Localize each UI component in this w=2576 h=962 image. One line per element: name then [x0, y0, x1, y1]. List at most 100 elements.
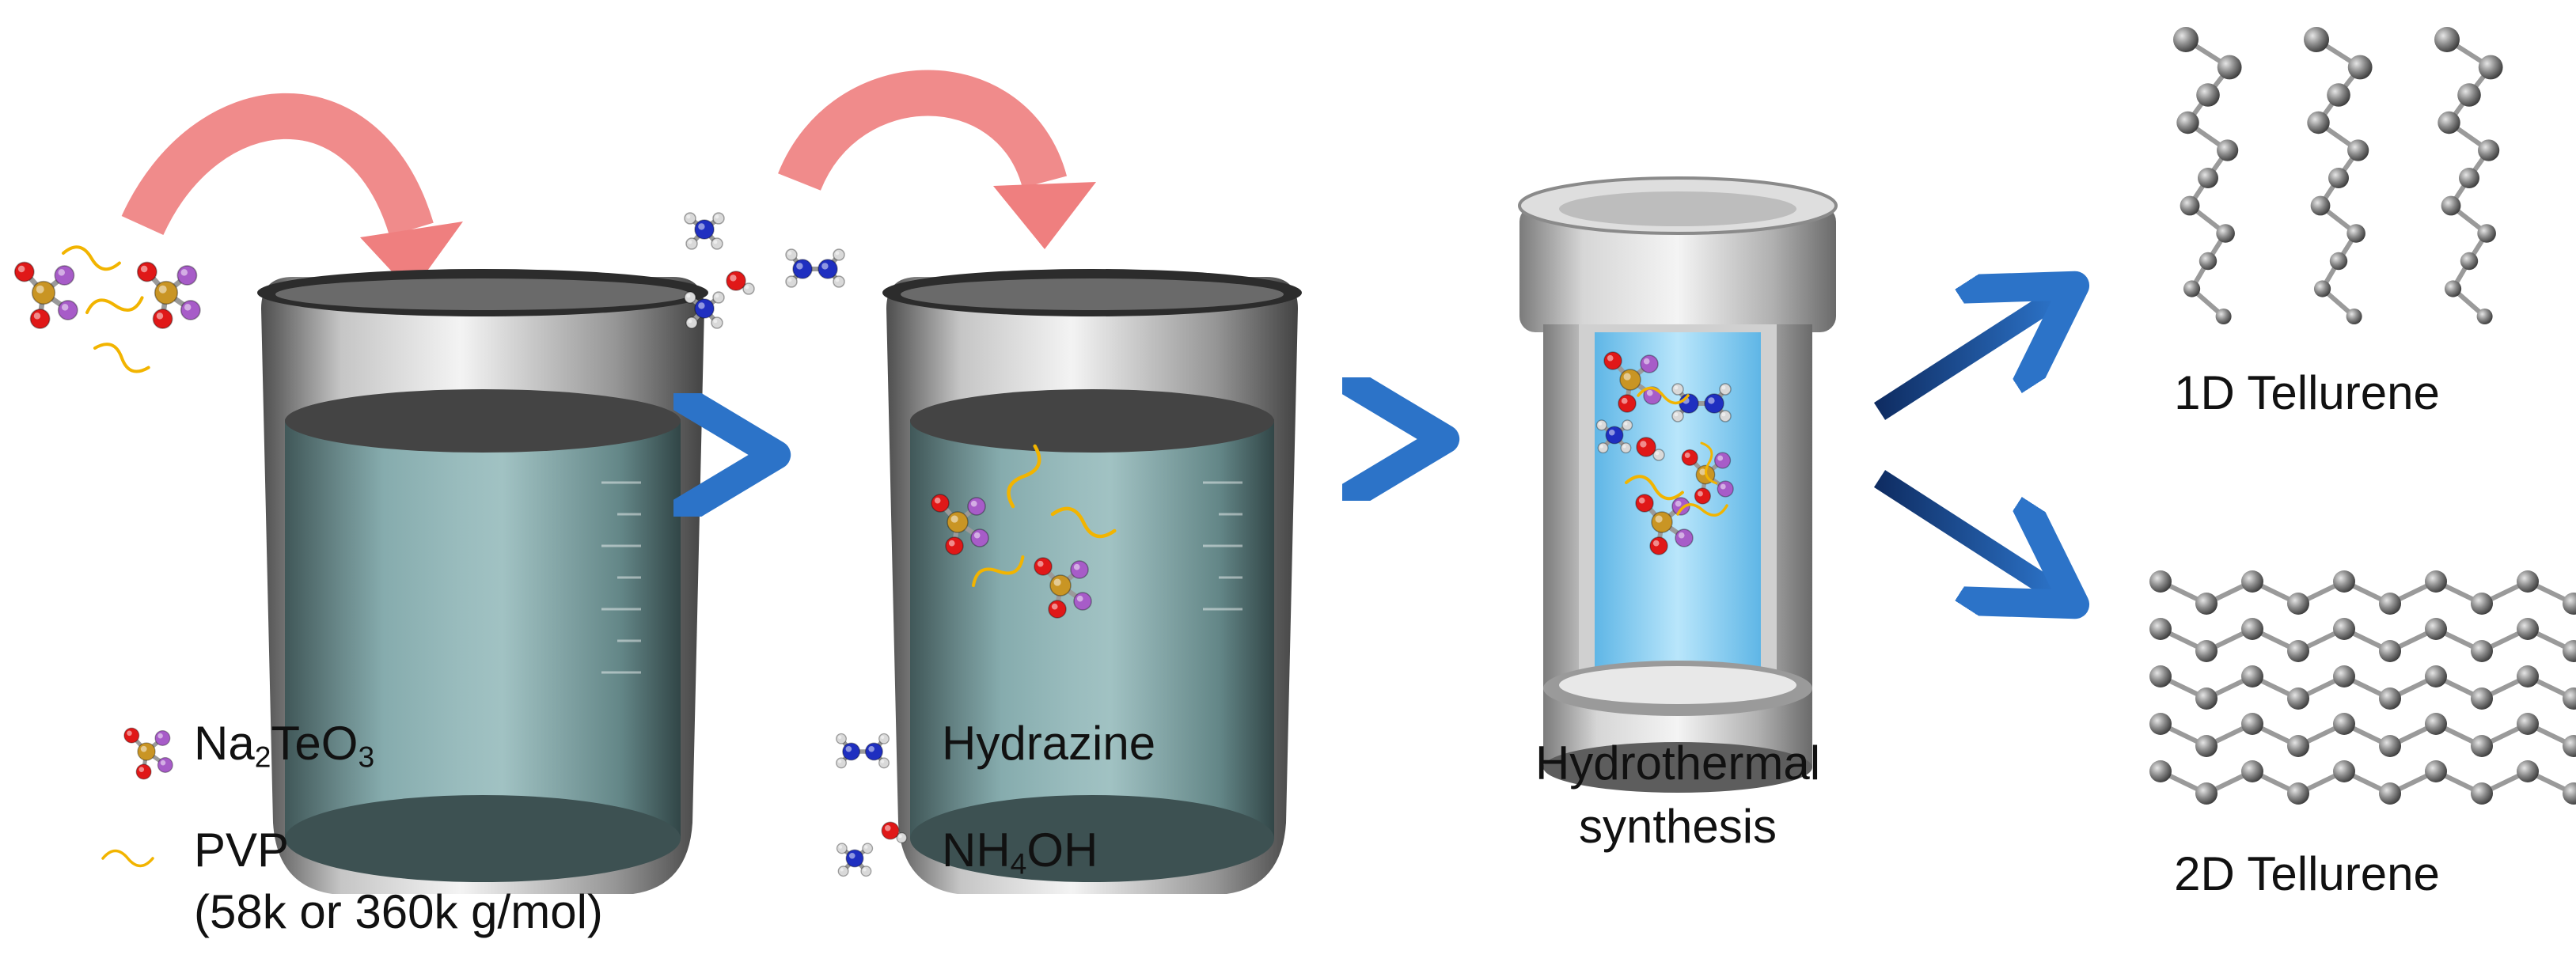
tellurium-atom — [2478, 139, 2500, 161]
tellurium-atom — [2379, 593, 2401, 615]
tellurium-atom — [2176, 111, 2199, 134]
sodium-atom — [1717, 480, 1734, 498]
na2teo3-molecule — [1635, 494, 1694, 555]
tellurium-atom — [2195, 640, 2217, 662]
tellurium-atom — [2477, 224, 2496, 243]
sodium-atom — [967, 497, 986, 516]
oxygen-atom — [726, 271, 746, 291]
tellurium-atom — [1651, 511, 1673, 533]
hydrogen-atom — [785, 275, 798, 288]
hydrogen-atom — [860, 865, 872, 877]
pvp-chain — [1624, 475, 1684, 501]
tellurene-row — [2149, 665, 2576, 710]
tellurium-atom — [2173, 27, 2199, 52]
sodium-atom — [180, 300, 201, 320]
tellurium-atom — [2217, 139, 2239, 161]
na2teo3-molecule — [1034, 557, 1092, 619]
pvp-chain-layer — [61, 245, 1728, 868]
tellurium-atom — [2425, 618, 2447, 640]
hydrazine-molecule — [785, 248, 845, 288]
tellurene-2d-structure — [2149, 570, 2576, 805]
tellurene-chain — [2304, 27, 2373, 324]
tellurium-atom — [2563, 782, 2576, 805]
tellurium-atom — [1619, 369, 1641, 391]
nh4oh-label: NH4OH — [942, 824, 1098, 881]
tellurium-atom — [2149, 760, 2172, 782]
tellurium-atom — [2444, 280, 2462, 297]
hydrogen-atom — [685, 316, 698, 329]
tellurium-atom — [2287, 735, 2309, 757]
tellurium-atom — [2216, 224, 2235, 243]
na2teo3-molecule — [931, 494, 989, 555]
sodium-atom — [157, 757, 173, 773]
tellurium-atom — [2149, 570, 2172, 593]
tellurium-atom — [2517, 570, 2539, 593]
tellurium-atom — [2241, 713, 2263, 735]
nitrogen-atom — [694, 219, 715, 240]
oxygen-atom — [123, 727, 140, 744]
hydrogen-atom — [833, 275, 845, 288]
hydrothermal-label-line2: synthesis — [1578, 800, 1777, 853]
oxygen-atom — [1618, 394, 1637, 413]
nitrogen-atom — [864, 742, 883, 761]
tellurium-atom — [2434, 27, 2460, 52]
na2teo3-label: Na2TeO3 — [194, 717, 375, 774]
tellurium-atom — [2149, 665, 2172, 687]
tellurene-row — [2149, 713, 2576, 757]
tellurium-atom — [2457, 83, 2481, 107]
hydrogen-atom — [1719, 410, 1732, 422]
tellurium-atom — [2196, 83, 2220, 107]
sodium-atom — [57, 300, 78, 320]
tellurium-atom — [2563, 687, 2576, 710]
hydrazine-label: Hydrazine — [942, 717, 1156, 770]
nitrogen-atom — [1679, 393, 1699, 414]
oxygen-atom — [29, 309, 51, 329]
hydrogen-atom — [712, 212, 725, 225]
tellurene-2d-label: 2D Tellurene — [2174, 847, 2440, 900]
tellurium-atom — [2471, 735, 2493, 757]
molecule-layer — [13, 212, 1734, 877]
oxygen-atom — [1034, 557, 1053, 576]
tellurium-atom — [2195, 687, 2217, 710]
tellurium-atom — [137, 742, 156, 761]
tellurium-atom — [2195, 735, 2217, 757]
oxygen-atom — [135, 763, 152, 780]
tellurium-atom — [2425, 665, 2447, 687]
pvp-chain — [971, 555, 1025, 588]
sodium-atom — [1640, 354, 1659, 373]
tellurium-atom — [2327, 83, 2350, 107]
tellurium-atom — [2195, 782, 2217, 805]
pvp-chain — [93, 343, 150, 373]
tellurium-atom — [2347, 55, 2373, 80]
tellurium-atom — [2347, 139, 2369, 161]
tellurium-atom — [2459, 168, 2479, 188]
hydrogen-atom — [878, 733, 890, 744]
na2teo3-molecule — [123, 727, 173, 780]
oxygen-atom — [1635, 494, 1654, 513]
tellurene-row — [2149, 570, 2576, 615]
tellurium-atom — [2563, 593, 2576, 615]
ammonium-molecule — [1595, 419, 1633, 454]
sodium-atom — [154, 730, 171, 746]
tellurium-atom — [2471, 782, 2493, 805]
oxygen-atom — [931, 494, 950, 513]
hydrogen-atom — [1595, 419, 1607, 431]
tellurium-atom — [2441, 195, 2461, 216]
oxygen-atom — [1603, 351, 1622, 370]
sodium-atom — [176, 265, 198, 286]
tellurium-atom — [2517, 713, 2539, 735]
tellurium-atom — [2307, 111, 2330, 134]
hydrogen-atom — [785, 248, 798, 261]
tellurene-chain — [2173, 27, 2242, 324]
hydrogen-atom — [1719, 383, 1732, 396]
tellurene-row — [2149, 618, 2576, 662]
tellurium-atom — [2149, 713, 2172, 735]
tellurium-atom — [2563, 735, 2576, 757]
tellurium-atom — [2517, 618, 2539, 640]
pvp-chain — [1050, 506, 1117, 539]
tellurium-atom — [2517, 760, 2539, 782]
tellurium-atom — [2333, 760, 2355, 782]
tellurium-atom — [2460, 252, 2479, 271]
tellurium-atom — [2287, 640, 2309, 662]
